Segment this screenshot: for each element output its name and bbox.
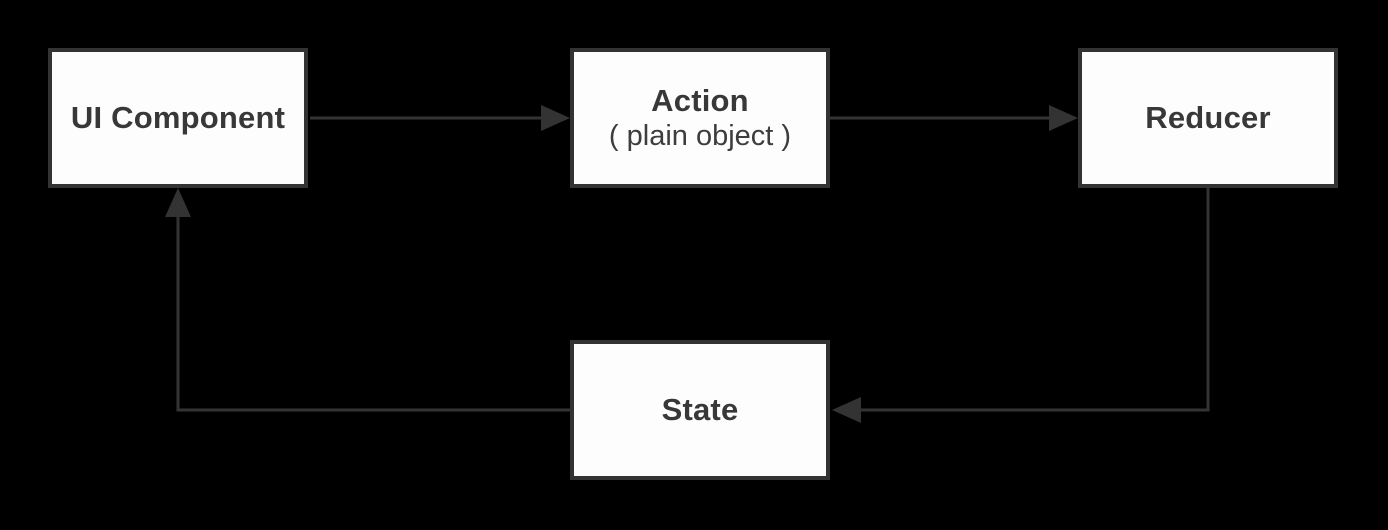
node-state: State — [570, 340, 830, 480]
node-reducer-label: Reducer — [1145, 100, 1271, 135]
arrow-line — [856, 188, 1210, 412]
node-ui-component: UI Component — [48, 48, 308, 188]
node-action: Action ( plain object ) — [570, 48, 830, 188]
arrowhead-right-icon — [541, 105, 570, 131]
arrow-reducer-to-state — [832, 188, 1210, 423]
arrowhead-left-icon — [832, 397, 861, 423]
node-state-label: State — [661, 392, 739, 427]
node-action-sublabel: ( plain object ) — [608, 119, 792, 152]
arrow-action-to-reducer — [830, 105, 1078, 131]
arrowhead-up-icon — [165, 188, 191, 217]
arrow-line — [176, 212, 570, 412]
arrow-ui-component-to-action — [310, 105, 570, 131]
arrowhead-right-icon — [1049, 105, 1078, 131]
node-action-label: Action — [651, 82, 749, 118]
node-ui-component-label: UI Component — [70, 100, 286, 135]
arrow-state-to-ui-component — [165, 188, 570, 412]
node-reducer: Reducer — [1078, 48, 1338, 188]
